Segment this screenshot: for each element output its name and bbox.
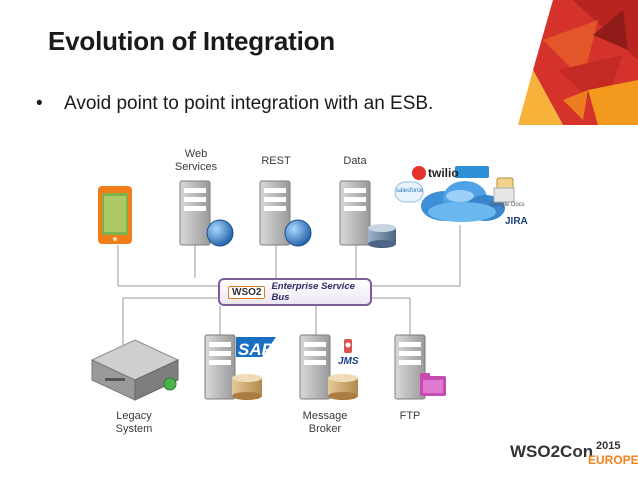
wso2con-year: 2015 (596, 440, 621, 452)
database-icon (232, 374, 262, 400)
corner-decoration (518, 0, 638, 125)
globe-icon (206, 219, 234, 247)
wso2-logo: WSO2 (228, 285, 266, 299)
database-icon (368, 224, 396, 248)
server-icon-ftp (394, 334, 426, 400)
google-docs-label: Google Docs (490, 202, 525, 208)
esb-bar: WSO2 Enterprise Service Bus (218, 278, 372, 306)
wso2con-europe: EUROPE (588, 453, 638, 467)
connection-lines (117, 225, 461, 345)
rest-label: REST (261, 155, 291, 167)
smartphone-icon (98, 186, 132, 244)
server-icon-rest (259, 180, 291, 246)
wso2con-europe-logo: WSO2Con 2015 EUROPE (510, 440, 638, 472)
cloud-icon (421, 181, 505, 222)
wso2con-text: WSO2Con (510, 442, 594, 461)
server-icon-sap (204, 334, 236, 400)
bullet-item: • Avoid point to point integration with a… (36, 93, 433, 115)
jms-icon (344, 339, 352, 353)
server-icon-data (339, 180, 371, 246)
slide-title: Evolution of Integration (48, 26, 335, 56)
salesforce-label: salesforce (396, 188, 424, 194)
folder-icon (420, 373, 446, 396)
globe-icon (284, 219, 312, 247)
server-icon-web (179, 180, 211, 246)
twilio-icon (412, 166, 426, 180)
jms-label: JMS (338, 356, 359, 367)
esb-label: Enterprise Service Bus (271, 281, 355, 303)
jira-label: JIRA (505, 216, 528, 227)
twilio-label: twilio (428, 166, 459, 180)
bullet-text: Avoid point to point integration with an… (64, 93, 434, 114)
database-icon (328, 374, 358, 400)
bullet-dot: • (36, 93, 43, 114)
data-label: Data (343, 155, 367, 167)
ftp-label: FTP (399, 410, 421, 422)
legacy-server-icon (90, 339, 180, 401)
sap-label: SAP (238, 340, 273, 359)
sap-logo (236, 337, 276, 357)
server-icon-broker (299, 334, 331, 400)
